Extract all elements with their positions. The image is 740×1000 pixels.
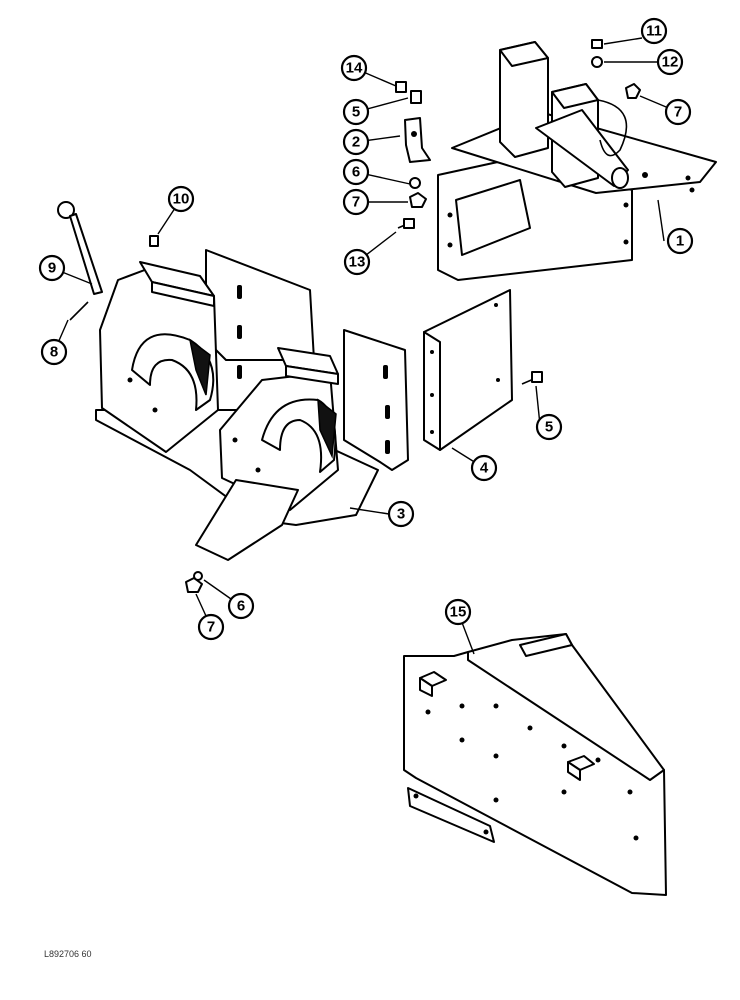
part-grease-fitting <box>149 235 159 247</box>
callout-5-lower: 5 <box>535 413 563 441</box>
svg-text:3: 3 <box>397 506 405 523</box>
callout-11: 11 <box>640 17 668 45</box>
svg-text:5: 5 <box>352 104 360 121</box>
svg-text:10: 10 <box>173 191 190 208</box>
svg-text:6: 6 <box>352 164 360 181</box>
svg-text:5: 5 <box>545 419 553 436</box>
bolt-part-5-lower <box>521 371 543 385</box>
svg-text:6: 6 <box>237 598 245 615</box>
svg-text:8: 8 <box>50 344 58 361</box>
callout-6-upper: 6 <box>342 158 370 186</box>
callout-7-lower: 7 <box>197 613 225 641</box>
svg-text:15: 15 <box>450 604 467 621</box>
figure-reference-code: L892706 60 <box>44 949 92 959</box>
callout-3: 3 <box>387 500 415 528</box>
svg-text:14: 14 <box>346 60 363 77</box>
part-mounting-plate <box>403 633 667 896</box>
svg-text:2: 2 <box>352 134 360 151</box>
svg-text:7: 7 <box>352 194 360 211</box>
callout-5-upper: 5 <box>342 98 370 126</box>
part-cotter <box>69 301 89 321</box>
callout-14: 14 <box>340 54 368 82</box>
callout-1: 1 <box>666 227 694 255</box>
part-base-bracket <box>95 249 409 561</box>
svg-text:7: 7 <box>207 619 215 636</box>
svg-text:7: 7 <box>674 104 682 121</box>
callout-15: 15 <box>444 598 472 626</box>
callout-6-lower: 6 <box>227 592 255 620</box>
svg-text:13: 13 <box>349 254 366 271</box>
callout-8: 8 <box>40 338 68 366</box>
callout-9: 9 <box>38 254 66 282</box>
callout-4: 4 <box>470 454 498 482</box>
part-pin <box>57 201 103 295</box>
callout-7-right: 7 <box>664 98 692 126</box>
callout-10: 10 <box>167 185 195 213</box>
svg-text:1: 1 <box>676 233 684 250</box>
part-bracket-assembly <box>437 41 717 281</box>
svg-text:9: 9 <box>48 260 56 277</box>
callout-12: 12 <box>656 48 684 76</box>
svg-text:11: 11 <box>646 23 662 40</box>
callout-7-upper: 7 <box>342 188 370 216</box>
callout-2: 2 <box>342 128 370 156</box>
svg-text:4: 4 <box>480 460 489 477</box>
svg-text:12: 12 <box>662 54 679 71</box>
hardware-lower <box>185 571 203 593</box>
hardware-upper <box>395 39 641 229</box>
part-angle-plate <box>423 289 513 451</box>
callout-13: 13 <box>343 248 371 276</box>
